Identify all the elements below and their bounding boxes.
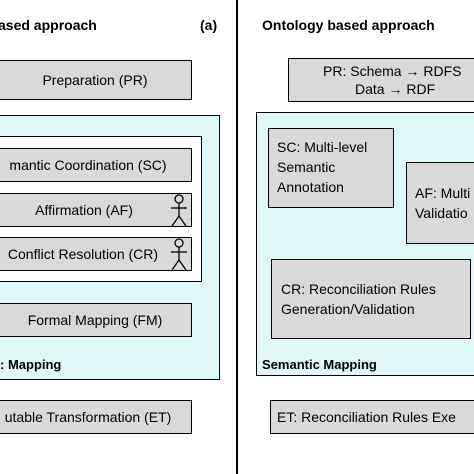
conflict-resolution-box: Conflict Resolution (CR) xyxy=(0,237,192,271)
multi-validation-line2: Validatio xyxy=(415,205,468,221)
multi-validation-line1: AF: Multi xyxy=(415,185,471,201)
semantic-coordination-box: mantic Coordination (SC) xyxy=(0,148,192,182)
semantic-mapping-label-right: Semantic Mapping xyxy=(262,357,377,372)
formal-mapping-label: Formal Mapping (FM) xyxy=(27,312,163,328)
semantic-annotation-line3: Annotation xyxy=(277,179,344,195)
right-panel-title: Ontology based approach xyxy=(262,17,435,33)
preparation-rdf-line1: PR: Schema → RDFS xyxy=(323,63,462,79)
conflict-resolution-label: Conflict Resolution (CR) xyxy=(7,246,159,262)
preparation-rdf-box: PR: Schema → RDFS Data → RDF xyxy=(288,58,474,102)
executable-transformation-label: utable Transformation (ET) xyxy=(4,409,172,425)
affirmation-label: Affirmation (AF) xyxy=(35,202,133,218)
executable-transformation-box: utable Transformation (ET) xyxy=(0,400,192,434)
semantic-annotation-box: SC: Multi-level Semantic Annotation xyxy=(268,128,394,208)
left-panel-title: ased approach xyxy=(0,17,97,33)
semantic-annotation-line2: Semantic xyxy=(277,159,336,175)
semantic-coordination-label: mantic Coordination (SC) xyxy=(9,157,167,173)
reconciliation-rules-line1: CR: Reconciliation Rules xyxy=(281,281,436,297)
multi-validation-box: AF: Multi Validatio xyxy=(406,162,474,244)
preparation-rdf-line2: Data → RDF xyxy=(355,81,436,97)
reconciliation-rules-line2: Generation/Validation xyxy=(281,301,415,317)
semantic-annotation-line1: SC: Multi-level xyxy=(277,139,368,155)
person-icon xyxy=(171,194,187,227)
preparation-box: Preparation (PR) xyxy=(0,60,192,100)
reconciliation-execution-box: ET: Reconciliation Rules Exe xyxy=(270,400,474,434)
semantic-mapping-label-left: : Mapping xyxy=(0,357,62,372)
preparation-label: Preparation (PR) xyxy=(42,72,148,88)
panel-divider xyxy=(236,0,238,474)
person-icon xyxy=(171,238,187,271)
panel-tag-a: (a) xyxy=(200,17,218,33)
formal-mapping-box: Formal Mapping (FM) xyxy=(0,303,192,337)
affirmation-box: Affirmation (AF) xyxy=(0,193,192,227)
reconciliation-execution-label: ET: Reconciliation Rules Exe xyxy=(277,409,456,425)
reconciliation-rules-box: CR: Reconciliation Rules Generation/Vali… xyxy=(271,259,471,339)
